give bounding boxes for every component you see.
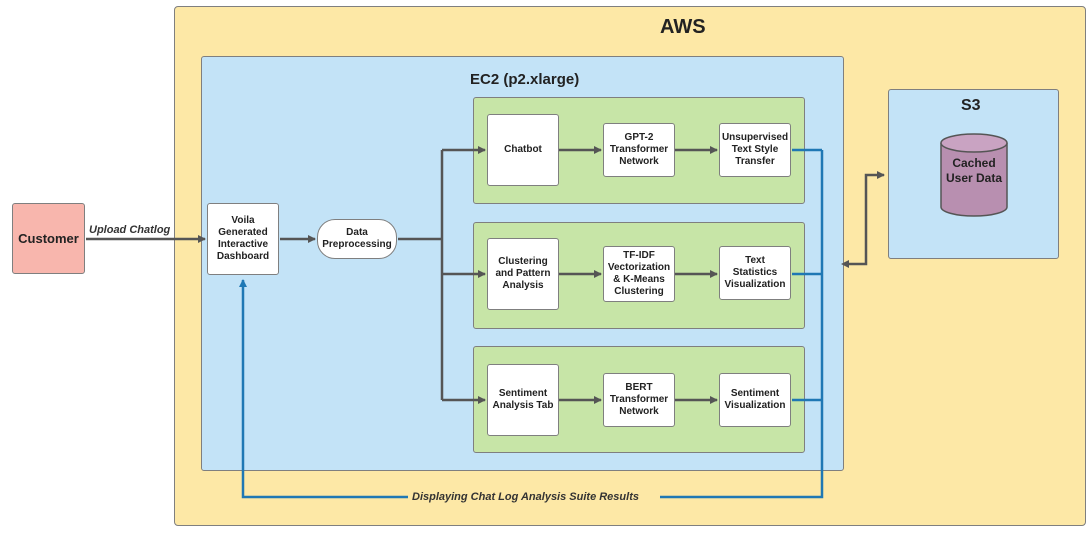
text-stats-node[interactable]: Text Statistics Visualization xyxy=(719,246,791,300)
preprocessing-node[interactable]: Data Preprocessing xyxy=(317,219,397,259)
customer-node[interactable]: Customer xyxy=(12,203,85,274)
style-transfer-node[interactable]: Unsupervised Text Style Transfer xyxy=(719,123,791,177)
results-return-arrow xyxy=(239,150,824,499)
chatbot-node[interactable]: Chatbot xyxy=(487,114,559,186)
dashboard-node[interactable]: Voila Generated Interactive Dashboard xyxy=(207,203,279,275)
sentiment-node[interactable]: Sentiment Analysis Tab xyxy=(487,364,559,436)
aws-title: AWS xyxy=(660,16,706,38)
sentiment-viz-node[interactable]: Sentiment Visualization xyxy=(719,373,791,427)
clustering-node[interactable]: Clustering and Pattern Analysis xyxy=(487,238,559,310)
database-icon xyxy=(940,133,1008,217)
gpt2-node[interactable]: GPT-2 Transformer Network xyxy=(603,123,675,177)
ec2-title: EC2 (p2.xlarge) xyxy=(470,71,580,88)
s3-link-arrow xyxy=(841,171,885,268)
cached-data-label: Cached User Data xyxy=(945,156,1003,185)
results-label: Displaying Chat Log Analysis Suite Resul… xyxy=(412,491,639,503)
s3-title: S3 xyxy=(961,97,981,114)
bert-node[interactable]: BERT Transformer Network xyxy=(603,373,675,427)
tfidf-node[interactable]: TF-IDF Vectorization & K-Means Clusterin… xyxy=(603,246,675,302)
results-label-bg xyxy=(408,490,660,504)
upload-label: Upload Chatlog xyxy=(89,224,171,236)
